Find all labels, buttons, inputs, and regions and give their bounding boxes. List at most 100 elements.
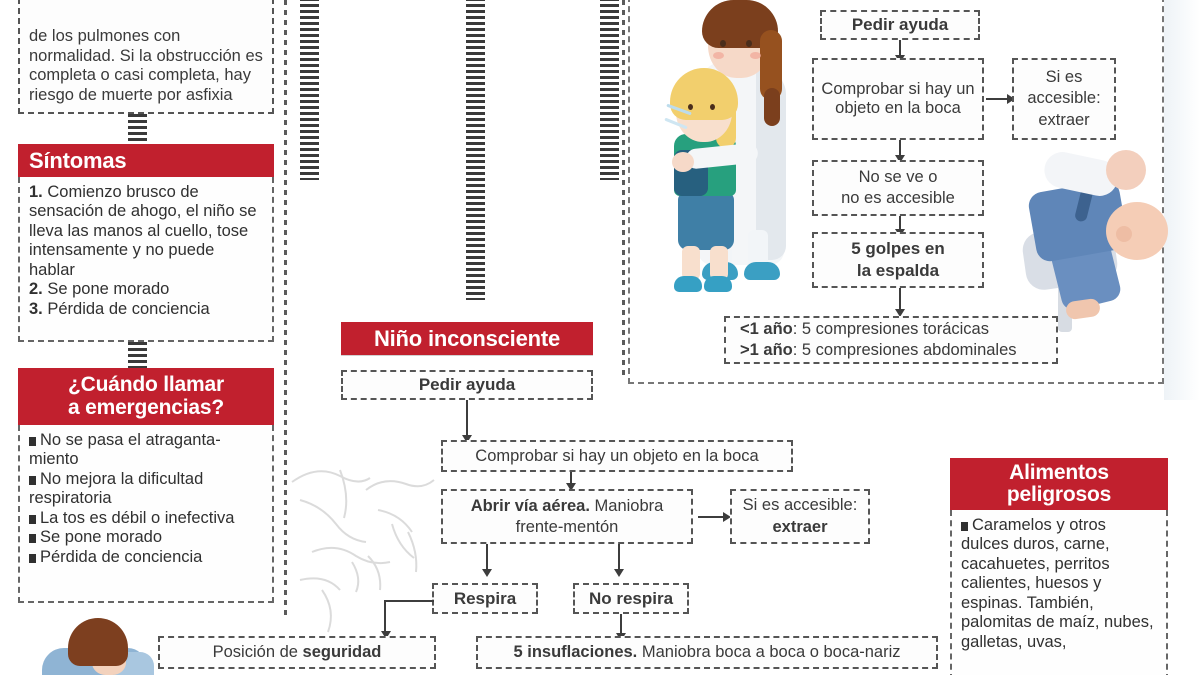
connector-ladder-b [466,0,485,300]
insuflaciones-box: 5 insuflaciones. Maniobra boca a boca o … [476,636,938,669]
bullet-icon [29,437,36,446]
emergencias-item: Pérdida de conciencia [29,548,263,567]
emergencias-item: Se pone morado [29,528,263,547]
si-accesible-unconscious-line2: extraer [772,517,828,536]
alimentos-panel: Caramelos y otros dulces duros, carne, c… [950,510,1168,675]
arrow-comprobar-to-accesible [986,94,1015,104]
sintomas-item: 3. Pérdida de conciencia [29,300,263,319]
sintomas-panel: 1. Comienzo brusco de sensación de ahogo… [18,177,274,342]
connector-ladder-c [600,0,619,180]
si-accesible-line2: accesible: [1027,89,1101,108]
arrow-golpes-to-compresiones [895,288,905,317]
sintomas-item-number: 2. [29,280,43,299]
connector-vertical-right [622,0,625,380]
sintomas-item: 2. Se pone morado [29,280,263,299]
emergencias-item-text: No se pasa el atraganta-miento [29,431,221,469]
pedir-ayuda-box-conscious: Pedir ayuda [820,10,980,40]
emergencias-item: La tos es débil o inefectiva [29,509,263,528]
panel-edge-gloss [1164,0,1200,400]
connector-intro-to-sintomas [128,114,147,144]
si-accesible-line3: extraer [1038,110,1090,129]
comprobar-objeto-box-unconscious: Comprobar si hay un objeto en la boca [441,440,793,472]
posicion-seguridad-text: Posición de seguridad [213,643,382,662]
golpes-espalda-line1: 5 golpes en [851,239,945,259]
pedir-ayuda-box-unconscious: Pedir ayuda [341,370,593,400]
si-accesible-box-conscious: Si es accesible: extraer [1012,58,1116,140]
bullet-icon [29,514,36,524]
emergencias-header-line2: a emergencias? [68,395,224,419]
bullet-icon [961,522,968,531]
no-respira-label: No respira [588,588,674,608]
alimentos-item: Caramelos y otros dulces duros, carne, c… [961,516,1157,652]
arrow-nosevee-to-golpes [895,216,905,237]
arrow-respira-to-posicion [381,600,434,639]
emergencias-item-text: La tos es débil o inefectiva [40,508,235,527]
si-accesible-unconscious-line1: Si es accesible: [742,496,858,515]
connector-ladder-a [300,0,319,180]
sintomas-header-label: Síntomas [29,147,127,173]
emergencias-header: ¿Cuándo llamar a emergencias? [18,368,274,425]
arrow-pedir-to-comprobar [895,40,905,63]
arrow-abrir-to-respira [482,544,492,577]
intro-text: de los pulmones con normalidad. Si la ob… [29,26,263,105]
intro-text-box: de los pulmones con normalidad. Si la ob… [18,0,274,114]
pedir-ayuda-label: Pedir ayuda [851,15,949,35]
insuflaciones-rest: Maniobra boca a boca o boca-nariz [637,643,901,662]
bullet-icon [29,553,36,563]
insuflaciones-text: 5 insuflaciones. Maniobra boca a boca o … [513,643,900,662]
emergencias-item-text: No mejora la dificultad respiratoria [29,469,204,508]
arrow-pedir-to-comprobar-unconscious [462,400,472,443]
sintomas-item-number: 3. [29,299,43,318]
sintomas-item-number: 1. [29,183,43,201]
abrir-via-aerea-bold: Abrir vía aérea. [470,496,590,515]
compresiones-row-mayor: >1 año: 5 compresiones abdominales [740,340,1017,361]
emergencias-item: No se pasa el atraganta-miento [29,431,263,470]
comprobar-objeto-box-conscious: Comprobar si hay un objeto en la boca [812,58,984,140]
infant-back-blows-illustration [1010,148,1170,335]
sintomas-item: 1. Comienzo brusco de sensación de ahogo… [29,183,263,280]
abrir-via-aerea-rest: Maniobra frente-mentón [515,496,664,536]
arrow-abrir-to-norespira [614,544,624,577]
sintomas-header: Síntomas [18,144,274,177]
respira-box: Respira [432,583,538,614]
alimentos-header-line2: peligrosos [1006,483,1112,506]
abrir-via-aerea-text: Abrir vía aérea. Maniobra frente-mentón [449,496,685,537]
respira-label: Respira [453,588,517,608]
comprobar-objeto-label-unconscious: Comprobar si hay un objeto en la boca [475,446,759,465]
abrir-via-aerea-box: Abrir vía aérea. Maniobra frente-mentón [441,489,693,544]
posicion-seguridad-box: Posición de seguridad [158,636,436,669]
emergencias-panel: No se pasa el atraganta-miento No mejora… [18,425,274,603]
sintomas-item-text: Comienzo brusco de sensación de ahogo, e… [29,183,257,279]
no-se-ve-line2: no es accesible [841,189,955,207]
sintomas-item-text: Pérdida de conciencia [47,299,210,318]
insuflaciones-bold: 5 insuflaciones. [513,643,638,662]
golpes-espalda-line2: la espalda [856,261,940,280]
golpes-espalda-box: 5 golpes en la espalda [812,232,984,288]
alimentos-header: Alimentos peligrosos [950,458,1168,510]
no-se-ve-box: No se ve o no es accesible [812,160,984,216]
emergencias-item-text: Se pone morado [40,528,163,547]
sintomas-item-text: Se pone morado [47,280,170,299]
alimentos-item-text: Caramelos y otros dulces duros, carne, c… [961,516,1154,651]
compresiones-box: <1 año: 5 compresiones torácicas >1 año:… [724,316,1058,364]
nurse-holding-child-illustration [660,0,810,320]
emergencias-item-text: Pérdida de conciencia [40,547,203,566]
posicion-seguridad-pre: Posición de [212,643,303,662]
arrow-abrir-to-accesible [698,512,731,522]
edad-mayor-label: >1 año [740,341,793,359]
connector-sintomas-to-emergencias [128,342,147,368]
no-respira-box: No respira [573,583,689,614]
emergencias-header-line1: ¿Cuándo llamar [68,373,224,397]
si-accesible-line1: Si es [1045,68,1083,87]
compresiones-row-menor: <1 año: 5 compresiones torácicas [740,319,989,340]
edad-menor-label: <1 año [740,319,793,338]
alimentos-header-line1: Alimentos [1009,460,1109,484]
no-se-ve-line1: No se ve o [858,167,938,186]
si-accesible-box-unconscious: Si es accesible: extraer [730,489,870,544]
edad-menor-text: : 5 compresiones torácicas [792,319,989,338]
recovery-position-person-illustration [40,612,154,675]
arrow-norespira-to-insuflaciones [616,614,626,641]
arrow-comprobar-to-nosevee [895,140,905,163]
connector-vertical-left [284,0,287,620]
